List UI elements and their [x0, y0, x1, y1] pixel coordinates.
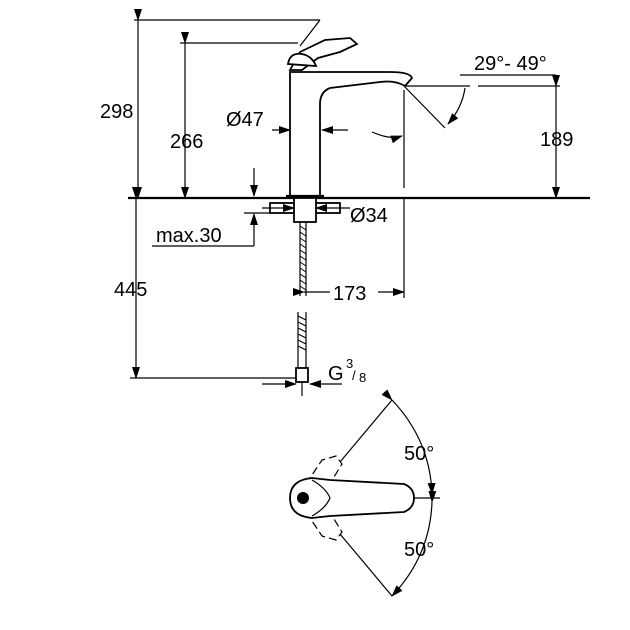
- supply-hose-lower-pattern: [297, 315, 307, 351]
- handle-plan-inner: [311, 479, 331, 517]
- label-spout-height: 266: [170, 131, 203, 153]
- label-thread-numerator: 3: [346, 356, 353, 371]
- dim-body-diameter: Ø47: [226, 109, 348, 134]
- rotation-arc-lower: [391, 490, 437, 597]
- handle-pivot: [297, 492, 309, 504]
- dim-connection-thread: G 3 / 8: [262, 356, 366, 388]
- hose-connector: [295, 367, 309, 383]
- dim-total-height: 298: [100, 9, 320, 199]
- rotation-arc-upper: [381, 389, 436, 495]
- supply-hose-pattern: [299, 225, 307, 291]
- dim-hose-length: 445: [114, 187, 296, 379]
- label-spout-outlet: 189: [540, 129, 573, 151]
- supply-hose-lower: [297, 312, 307, 368]
- handle-reference-line: [299, 19, 321, 47]
- label-spout-reach: 173: [333, 283, 366, 305]
- handle-ghost-upper: [305, 455, 343, 491]
- spout: [289, 71, 414, 197]
- handle-ghost-lower: [305, 505, 343, 541]
- faucet-top-view: 50° 50°: [289, 389, 440, 597]
- dim-spout-outlet: 189: [478, 75, 573, 199]
- dim-hole-diameter: Ø34: [262, 204, 388, 227]
- label-hose-length: 445: [114, 279, 147, 301]
- label-total-height: 298: [100, 101, 133, 123]
- dim-spout-height: 266: [170, 32, 298, 199]
- mounting-washer: [293, 197, 317, 223]
- dim-max-thickness: max.30: [152, 168, 270, 247]
- dim-spout-reach: 173: [293, 198, 405, 305]
- faucet-side-view: [269, 19, 414, 396]
- label-thread-prefix: G: [328, 363, 344, 385]
- dim-spout-angle: 29°- 49°: [371, 53, 556, 188]
- label-rotation-upper: 50°: [404, 443, 434, 465]
- label-rotation-lower: 50°: [404, 539, 434, 561]
- label-hole-diameter: Ø34: [350, 205, 388, 227]
- handle-cap: [286, 52, 318, 68]
- label-thread-denominator: 8: [359, 370, 366, 385]
- label-max-thickness: max.30: [156, 225, 222, 247]
- label-thread-slash: /: [352, 368, 356, 383]
- label-body-diameter: Ø47: [226, 109, 264, 131]
- label-spout-angle: 29°- 49°: [474, 53, 547, 75]
